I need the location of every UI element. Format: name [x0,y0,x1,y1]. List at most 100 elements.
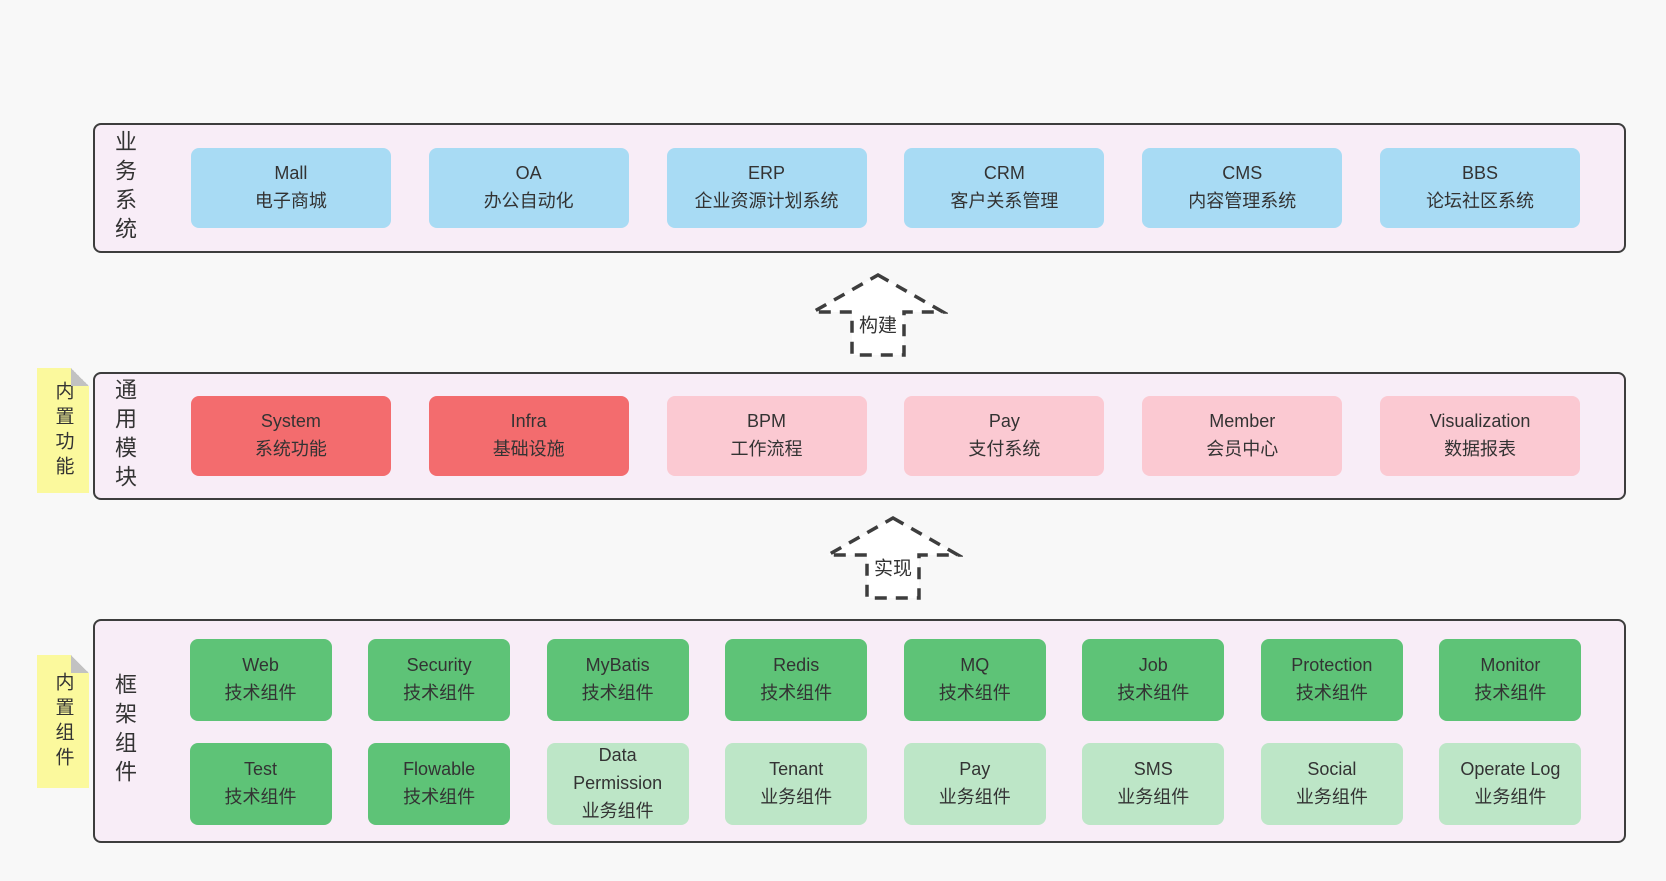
box-subtitle: 业务组件 [581,800,654,821]
box-tenant: Tenant 业务组件 [725,743,868,825]
box-subtitle: 业务组件 [1117,787,1190,807]
arrow-build-label: 构建 [855,309,901,339]
box-title: OA [515,163,542,184]
box-title: Mall [274,163,308,184]
box-title: Protection [1291,655,1373,676]
box-title: Monitor [1480,655,1541,676]
box-pay: Pay 支付系统 [904,396,1105,476]
sticky-note-label: 内置功能 [52,380,74,481]
box-title: Job [1138,655,1168,676]
box-protection: Protection 技术组件 [1260,639,1403,721]
box-title: Data Permission [573,745,663,794]
box-title: System [260,411,321,432]
layer-business-systems: 业务系统 Mall 电子商城 OA 办公自动化 ERP 企业资源计划系统 CRM 客户关系管理… [93,123,1626,253]
box-subtitle: 技术组件 [1117,683,1190,703]
box-job: Job 技术组件 [1082,639,1225,721]
box-title: Infra [510,411,547,432]
box-mall: Mall 电子商城 [190,148,391,228]
box-title: CMS [1222,163,1263,184]
box-oa: OA 办公自动化 [428,148,629,228]
box-security: Security 技术组件 [368,639,511,721]
box-title: Web [242,655,279,676]
box-title: Redis [773,655,820,676]
box-subtitle: 论坛社区系统 [1426,191,1535,211]
box-subtitle: 技术组件 [938,683,1011,703]
folded-corner-icon [71,655,89,673]
sticky-note-built-in-features: 内置功能 [37,368,89,493]
box-social: Social 业务组件 [1260,743,1403,825]
box-subtitle: 技术组件 [224,787,297,807]
box-web: Web 技术组件 [189,639,332,721]
box-title: CRM [983,163,1025,184]
layer-label-common-modules: 通用模块 [112,378,137,494]
layer-label-framework-components: 框架组件 [112,673,137,789]
box-title: Operate Log [1460,759,1561,780]
box-title: Social [1307,759,1357,780]
box-redis: Redis 技术组件 [725,639,868,721]
box-title: ERP [748,163,786,184]
box-title: Tenant [769,759,824,780]
arrow-build: 构建 [808,272,948,358]
layer-label-business-systems: 业务系统 [112,130,137,246]
box-subtitle: 业务组件 [938,787,1011,807]
box-subtitle: 会员中心 [1206,439,1279,459]
box-bpm: BPM 工作流程 [666,396,867,476]
box-subtitle: 业务组件 [1295,787,1368,807]
box-subtitle: 技术组件 [224,683,297,703]
box-subtitle: 内容管理系统 [1188,191,1297,211]
arrow-implement-label: 实现 [870,552,916,582]
box-subtitle: 基础设施 [492,439,565,459]
box-title: Pay [959,759,991,780]
box-subtitle: 业务组件 [760,787,833,807]
box-subtitle: 技术组件 [403,683,476,703]
box-subtitle: 技术组件 [1295,683,1368,703]
box-subtitle: 技术组件 [1474,683,1547,703]
box-subtitle: 办公自动化 [483,191,574,211]
box-title: MyBatis [585,655,650,676]
box-title: SMS [1133,759,1173,780]
box-test: Test 技术组件 [189,743,332,825]
box-title: Pay [988,411,1020,432]
box-subtitle: 技术组件 [760,683,833,703]
box-cms: CMS 内容管理系统 [1142,148,1343,228]
box-erp: ERP 企业资源计划系统 [666,148,867,228]
box-subtitle: 技术组件 [403,787,476,807]
box-subtitle: 企业资源计划系统 [694,191,839,211]
sticky-note-built-in-components: 内置组件 [37,655,89,788]
box-data-permission: Data Permission 业务组件 [546,743,689,825]
box-crm: CRM 客户关系管理 [904,148,1105,228]
box-title: BBS [1462,163,1499,184]
box-title: Member [1209,411,1276,432]
box-subtitle: 支付系统 [968,439,1041,459]
box-subtitle: 技术组件 [581,683,654,703]
folded-corner-icon [71,368,89,386]
box-subtitle: 数据报表 [1444,439,1517,459]
box-sms: SMS 业务组件 [1082,743,1225,825]
box-monitor: Monitor 技术组件 [1439,639,1582,721]
box-bbs: BBS 论坛社区系统 [1380,148,1581,228]
box-pay: Pay 业务组件 [903,743,1046,825]
box-subtitle: 业务组件 [1474,787,1547,807]
box-title: Test [244,759,278,780]
box-title: BPM [747,411,787,432]
box-member: Member 会员中心 [1142,396,1343,476]
box-subtitle: 电子商城 [254,191,327,211]
box-mq: MQ 技术组件 [903,639,1046,721]
box-title: MQ [960,655,990,676]
sticky-note-label: 内置组件 [52,671,74,772]
box-title: Flowable [403,759,476,780]
box-mybatis: MyBatis 技术组件 [546,639,689,721]
box-title: Security [406,655,472,676]
business-systems-boxes: Mall 电子商城 OA 办公自动化 ERP 企业资源计划系统 CRM 客户关系管理 CMS 内容… [147,125,1624,251]
box-subtitle: 客户关系管理 [950,191,1059,211]
box-operate-log: Operate Log 业务组件 [1439,743,1582,825]
box-subtitle: 工作流程 [730,439,803,459]
